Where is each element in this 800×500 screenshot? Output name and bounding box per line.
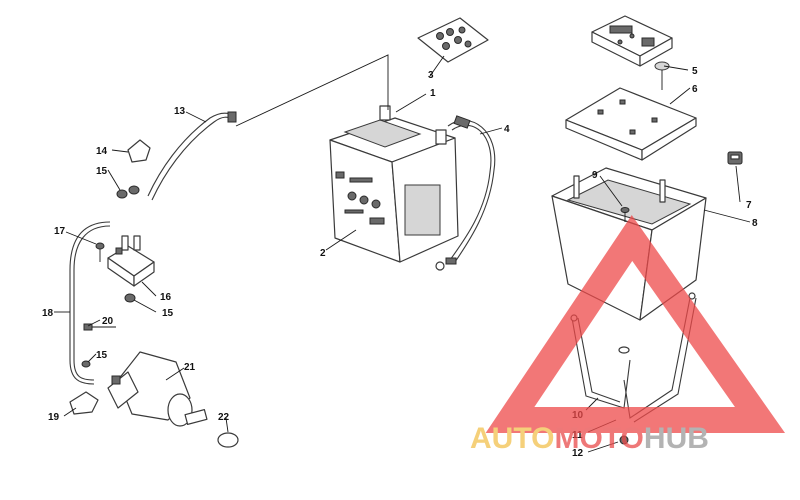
callouts: 1 2 3 4 5 6 7 8 9 10 11 12 13 14 15 15 1…	[42, 66, 758, 459]
terminal-hardware-kit	[417, 17, 489, 63]
connector-plug	[727, 151, 743, 165]
callout-15-third: 15	[96, 350, 108, 361]
callout-20: 20	[102, 316, 114, 327]
starter-cable	[69, 221, 111, 385]
starter-solenoid	[107, 235, 155, 287]
watermark-auto: AUTO	[470, 422, 554, 455]
callout-8: 8	[752, 218, 758, 229]
watermark: AUTOMOTOHUB	[470, 215, 786, 455]
callout-15-lower: 15	[162, 308, 174, 319]
screw-17	[95, 242, 105, 262]
watermark-text: AUTOMOTOHUB	[470, 422, 709, 455]
leader-lines	[54, 55, 751, 453]
callout-17: 17	[54, 226, 66, 237]
callout-19: 19	[48, 412, 60, 423]
callout-5: 5	[692, 66, 698, 77]
battery-cable	[435, 115, 496, 271]
callout-14: 14	[96, 146, 108, 157]
watermark-triangle	[485, 215, 786, 433]
rubber-cap	[127, 139, 151, 163]
watermark-moto: MOTO	[554, 422, 643, 455]
nut-third	[81, 360, 91, 368]
callout-15-upper: 15	[96, 166, 108, 177]
callout-13: 13	[174, 106, 186, 117]
callout-6: 6	[692, 84, 698, 95]
callout-2: 2	[320, 248, 326, 259]
callout-12: 12	[572, 448, 584, 459]
o-ring	[217, 432, 239, 448]
push-pin	[654, 61, 670, 90]
wire-route-line	[235, 54, 389, 127]
callout-1: 1	[430, 88, 436, 99]
battery-warning-labels	[335, 171, 385, 225]
rubber-boot	[69, 391, 99, 415]
callout-7: 7	[746, 200, 752, 211]
callout-4: 4	[504, 124, 510, 135]
callout-16: 16	[160, 292, 172, 303]
battery	[329, 105, 459, 263]
watermark-hub: HUB	[644, 422, 709, 455]
callout-11: 11	[572, 430, 583, 441]
bolt	[83, 323, 116, 331]
nut	[619, 435, 629, 445]
control-unit	[591, 15, 673, 67]
callout-18: 18	[42, 308, 54, 319]
screw	[620, 207, 630, 222]
nut-upper	[116, 185, 140, 199]
callout-3: 3	[428, 70, 434, 81]
starter-motor	[107, 351, 208, 427]
relay-cable	[147, 111, 237, 201]
callout-21: 21	[184, 362, 196, 373]
mounting-tray	[565, 87, 697, 161]
callout-9: 9	[592, 170, 598, 181]
nut-lower	[124, 293, 136, 303]
callout-22: 22	[218, 412, 230, 423]
